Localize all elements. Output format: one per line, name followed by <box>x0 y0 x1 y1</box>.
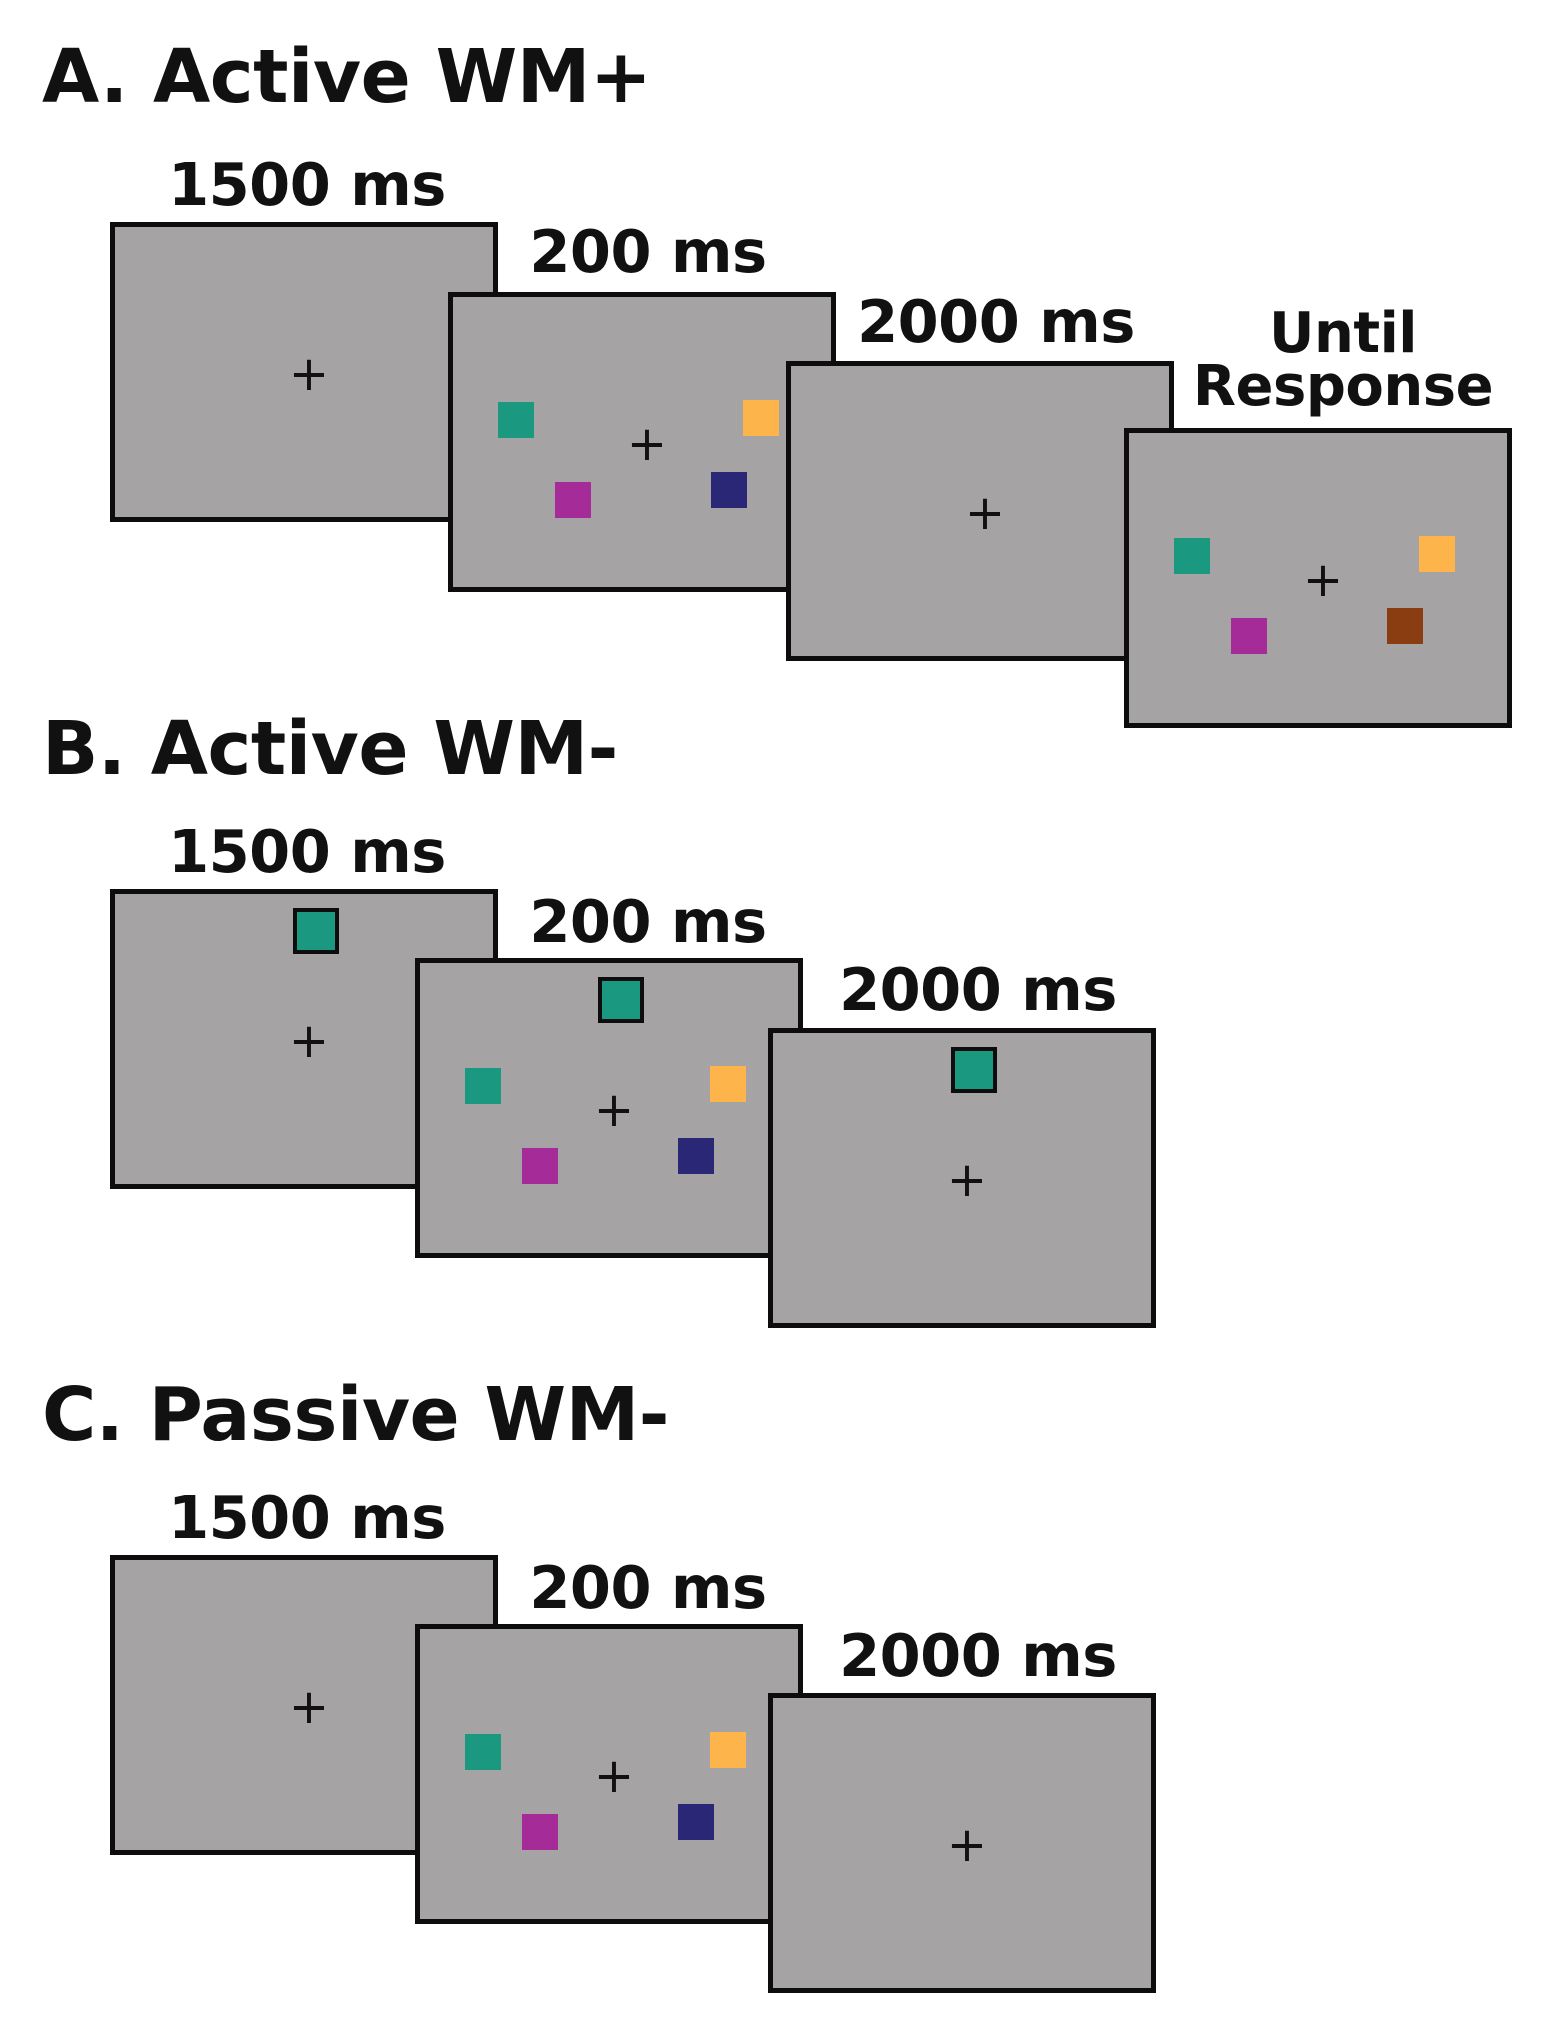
panel-c-duration-1: 1500 ms <box>168 1483 446 1552</box>
panel-b-screen-memory-array: + <box>415 958 803 1258</box>
panel-a-duration-2: 200 ms <box>529 217 767 286</box>
fixation-cross: + <box>626 416 668 472</box>
panel-c-duration-2: 200 ms <box>529 1553 767 1622</box>
fixation-cross: + <box>593 1748 635 1804</box>
cue-square <box>951 1047 997 1093</box>
panel-a-screen-memory-array: + <box>448 292 836 592</box>
fixation-cross: + <box>593 1082 635 1138</box>
teal-square <box>465 1734 501 1770</box>
panel-b-duration-3: 2000 ms <box>839 955 1117 1024</box>
orange-square <box>1419 536 1455 572</box>
fixation-cross: + <box>964 485 1006 541</box>
teal-square <box>498 402 534 438</box>
navy-square <box>678 1804 714 1840</box>
panel-b-duration-1: 1500 ms <box>168 817 446 886</box>
cue-square <box>598 977 644 1023</box>
panel-c-screen-retention: + <box>768 1693 1156 1993</box>
fixation-cross: + <box>288 346 330 402</box>
panel-a-duration-4: Until Response <box>1143 301 1543 420</box>
magenta-square <box>522 1814 558 1850</box>
panel-a-duration-3: 2000 ms <box>857 287 1135 356</box>
fixation-cross: + <box>288 1679 330 1735</box>
panel-c-duration-3: 2000 ms <box>839 1621 1117 1690</box>
panel-c-title: C. Passive WM- <box>42 1372 670 1458</box>
panel-a-screen-fixation: + <box>110 222 498 522</box>
orange-square <box>743 400 779 436</box>
panel-b-title: B. Active WM- <box>42 706 618 792</box>
panel-b-duration-2: 200 ms <box>529 887 767 956</box>
fixation-cross: + <box>946 1152 988 1208</box>
orange-square <box>710 1732 746 1768</box>
cue-square <box>293 908 339 954</box>
navy-square <box>711 472 747 508</box>
teal-square <box>1174 538 1210 574</box>
magenta-square <box>1231 618 1267 654</box>
fixation-cross: + <box>946 1817 988 1873</box>
until-label: Until <box>1269 301 1418 366</box>
panel-a-screen-retention: + <box>786 361 1174 661</box>
response-label: Response <box>1192 354 1494 420</box>
brown-square <box>1387 608 1423 644</box>
magenta-square <box>522 1148 558 1184</box>
panel-c-screen-memory-array: + <box>415 1624 803 1924</box>
fixation-cross: + <box>1302 552 1344 608</box>
panel-a-title: A. Active WM+ <box>42 34 652 120</box>
fixation-cross: + <box>288 1013 330 1069</box>
magenta-square <box>555 482 591 518</box>
navy-square <box>678 1138 714 1174</box>
orange-square <box>710 1066 746 1102</box>
teal-square <box>465 1068 501 1104</box>
panel-a-duration-1: 1500 ms <box>168 150 446 219</box>
panel-b-screen-retention: + <box>768 1028 1156 1328</box>
panel-a-screen-test-array: + <box>1124 428 1512 728</box>
